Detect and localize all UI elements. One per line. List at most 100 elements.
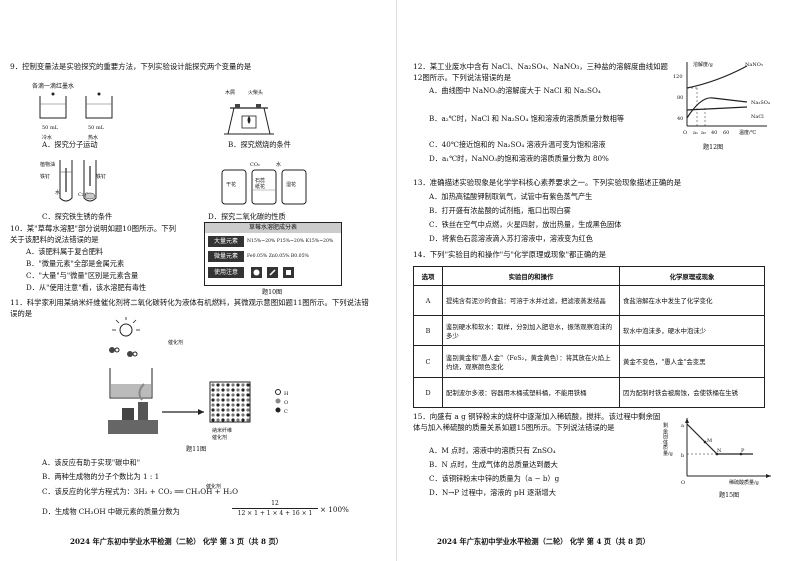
- table-row: A 提纯含有泥沙的食盐：可溶于水并过滤，把滤液蒸发结晶 食盐溶解在水中发生了化学…: [413, 285, 765, 316]
- fig15-xlabel: 稀硫酸质量/g: [729, 480, 759, 486]
- sol-ylabel: 溶解度/g: [693, 62, 713, 68]
- nano-fiber-dot: [236, 398, 240, 402]
- nano-fiber-dot: [246, 418, 250, 422]
- nano-fiber-dot: [216, 393, 220, 397]
- q13-option-c: C．铁丝在空气中点燃，火星四射，放出热量，生成黑色固体: [429, 220, 622, 229]
- q9-a-beakers: [39, 92, 113, 119]
- nano-fiber-dot: [246, 393, 250, 397]
- major-elements-value: N15%~20% P15%~20% K15%~20%: [247, 239, 334, 244]
- q11-d-suffix: × 100%: [320, 505, 349, 514]
- table-header-row: 选项 实验目的和操作 化学原理或现象: [413, 266, 765, 286]
- row-c-option: C: [413, 345, 443, 378]
- nano-catalyst-label: 纳米纤维 催化剂: [212, 428, 233, 441]
- nano-fiber-dot: [221, 398, 225, 402]
- q11-option-c: C．该反应的化学方程式为：3H₂ + CO₂ ══ CH₃OH + H₂O: [42, 487, 239, 496]
- left-footer: 2024 年广东初中学业水平检测（二轮） 化学 第 3 页（共 8 页）: [70, 537, 283, 546]
- q13-option-b: B．打开盛有浓盐酸的试剂瓶，瓶口出现白雾: [429, 206, 571, 215]
- q15-option-a: A．M 点时，溶液中的溶质只有 ZnSO₄: [429, 446, 556, 455]
- right-page: 12．某工业废水中含有 NaCl、Na₂SO₄、NaNO₃，三种盐的溶解度曲线如…: [397, 0, 794, 561]
- q9-c-nail1: 铁钉: [40, 174, 51, 180]
- sol-xtick-o: O: [683, 130, 688, 136]
- row-a-purpose: 提纯含有泥沙的食盐：可溶于水并过滤，把滤液蒸发结晶: [442, 285, 620, 316]
- row-c-principle: 黄金不变色，"愚人金"会变黑: [619, 345, 765, 378]
- nano-fiber-dot: [211, 388, 215, 392]
- row-d-principle: 因为配制时铁会被腐蚀，会使铁桶在生锈: [619, 377, 765, 408]
- sol-xtick-a1: a₁: [693, 130, 698, 136]
- nano-fiber-dot: [246, 403, 250, 407]
- nano-fiber-dot: [221, 383, 225, 387]
- q9-c-label: C．探究铁生锈的条件: [42, 212, 113, 221]
- q15-option-b: B．N 点时，生成气体的总质量达到最大: [429, 460, 558, 469]
- use-notice-label: 使用注意: [208, 267, 244, 278]
- nano-fiber-dot: [236, 403, 240, 407]
- fig15-n: N: [717, 448, 722, 454]
- nano-fiber-dot: [211, 393, 215, 397]
- fertilizer-title: 草莓水溶肥成分表: [205, 223, 341, 233]
- nano-fiber-dot: [226, 408, 230, 412]
- q11-stem: 11．科学家利用某纳米纤维催化剂将二氧化碳转化为液体有机燃料，其微观示意图如题1…: [10, 298, 369, 318]
- q11-option-b: B．两种生成物的分子个数比为 1 : 1: [42, 472, 160, 481]
- q9-c-cao: CaO: [78, 192, 89, 198]
- micro-elements-label: 微量元素: [208, 251, 244, 262]
- q9-c-water: 水: [55, 190, 61, 196]
- q10-stem: 10．某"草莓水溶肥"部分说明如题10图所示。下列关于该肥料的说法错误的是: [10, 224, 177, 244]
- nano-fiber-dot: [231, 393, 235, 397]
- q9-c-tubes: [59, 160, 97, 202]
- nano-fiber-dot: [236, 418, 240, 422]
- q9-b-label: B．探究燃烧的条件: [228, 140, 291, 149]
- q13-option-a: A．加热高锰酸钾制取氧气，试管中有紫色蒸气产生: [429, 192, 593, 201]
- nano-fiber-dot: [221, 408, 225, 412]
- nano-fiber-dot: [221, 388, 225, 392]
- nano-fiber-dot: [211, 383, 215, 387]
- nano-fiber-dot: [241, 408, 245, 412]
- nano-fiber-dot: [236, 393, 240, 397]
- fig10-caption: 题10图: [262, 289, 283, 296]
- q14-table: 选项 实验目的和操作 化学原理或现象 A 提纯含有泥沙的食盐：可溶于水并过滤，把…: [413, 266, 765, 408]
- nano-fiber-dot: [226, 398, 230, 402]
- sol-xtick-a2: a₂: [701, 130, 706, 136]
- nano-fiber-dot: [211, 413, 215, 417]
- table-row: D 配制波尔多液：容器用木桶或塑料桶，不能用铁桶 因为配制时铁会被腐蚀，会使铁桶…: [413, 377, 765, 408]
- q12-option-c: C．40℃接近饱和的 Na₂SO₄ 溶液升温可变为饱和溶液: [429, 140, 606, 149]
- q15-stem: 15．向盛有 a g 铜锌粉末的烧杯中逐渐加入稀硫酸，搅拌。该过程中剩余固体与加…: [413, 412, 661, 432]
- q15-option-d: D．N→P 过程中，溶液的 pH 逐渐增大: [429, 488, 556, 497]
- nano-fiber-dot: [246, 388, 250, 392]
- q9-d-dry: 干花: [226, 182, 237, 188]
- nano-fiber-dot: [231, 398, 235, 402]
- row-d-option: D: [413, 377, 443, 408]
- q12-option-b: B．a₂℃时，NaCl 和 Na₂SO₄ 饱和溶液的溶质质量分数相等: [429, 114, 625, 123]
- q14-stem: 14．下列"实验目的和操作"与"化学原理或现象"都正确的是: [413, 250, 606, 259]
- nano-fiber-dot: [226, 388, 230, 392]
- nano-fiber-dot: [211, 403, 215, 407]
- q11-c-condition: 催化剂: [206, 484, 222, 490]
- header-principle: 化学原理或现象: [619, 266, 765, 286]
- solubility-chart: [686, 62, 767, 127]
- q13-option-d: D．将紫色石蕊溶液滴入苏打溶液中，溶液变为红色: [429, 234, 593, 243]
- nano-fiber-dot: [216, 413, 220, 417]
- sol-xlabel: 温度/℃: [739, 130, 757, 136]
- q9-b-wood: 木屑: [225, 90, 236, 96]
- sol-xtick-60: 60: [723, 130, 730, 136]
- fig15-b: b: [681, 453, 685, 459]
- q9-a-cold: 50 mL 冷水: [42, 125, 59, 141]
- fig15-m: M: [707, 438, 713, 444]
- sol-series-na2so4: Na₂SO₄: [751, 100, 770, 106]
- nano-fiber-dot: [246, 413, 250, 417]
- nano-fiber-dot: [211, 398, 215, 402]
- row-a-option: A: [413, 285, 443, 316]
- table-row: B 鉴别硬水和软水：取样，分别加入肥皂水，振荡观察泡沫的多少 软水中泡沫多，硬水…: [413, 315, 765, 346]
- row-c-purpose: 鉴别黄金和"愚人金"（FeS₂，黄金黄色）：将其放在火焰上灼烧，观察颜色变化: [442, 345, 620, 378]
- nano-fiber-dot: [226, 413, 230, 417]
- q10-option-d: D．从"使用注意"看，该水溶肥有毒性: [26, 283, 147, 292]
- fig11-caption: 题11图: [186, 446, 207, 453]
- fig15-caption: 题15图: [719, 492, 740, 499]
- nano-fiber-dot: [231, 383, 235, 387]
- q9-d-litmus: 石蕊 纸花: [255, 178, 266, 190]
- nano-fiber-dot: [211, 418, 215, 422]
- legend-c: C: [284, 409, 288, 415]
- q12-stem: 12．某工业废水中含有 NaCl、Na₂SO₄、NaNO₃，三种盐的溶解度曲线如…: [413, 62, 668, 82]
- nano-fiber-dot: [241, 413, 245, 417]
- row-d-purpose: 配制波尔多液：容器用木桶或塑料桶，不能用铁桶: [442, 377, 620, 408]
- nano-fiber-dot: [246, 383, 250, 387]
- q9-b-apparatus: [224, 104, 274, 135]
